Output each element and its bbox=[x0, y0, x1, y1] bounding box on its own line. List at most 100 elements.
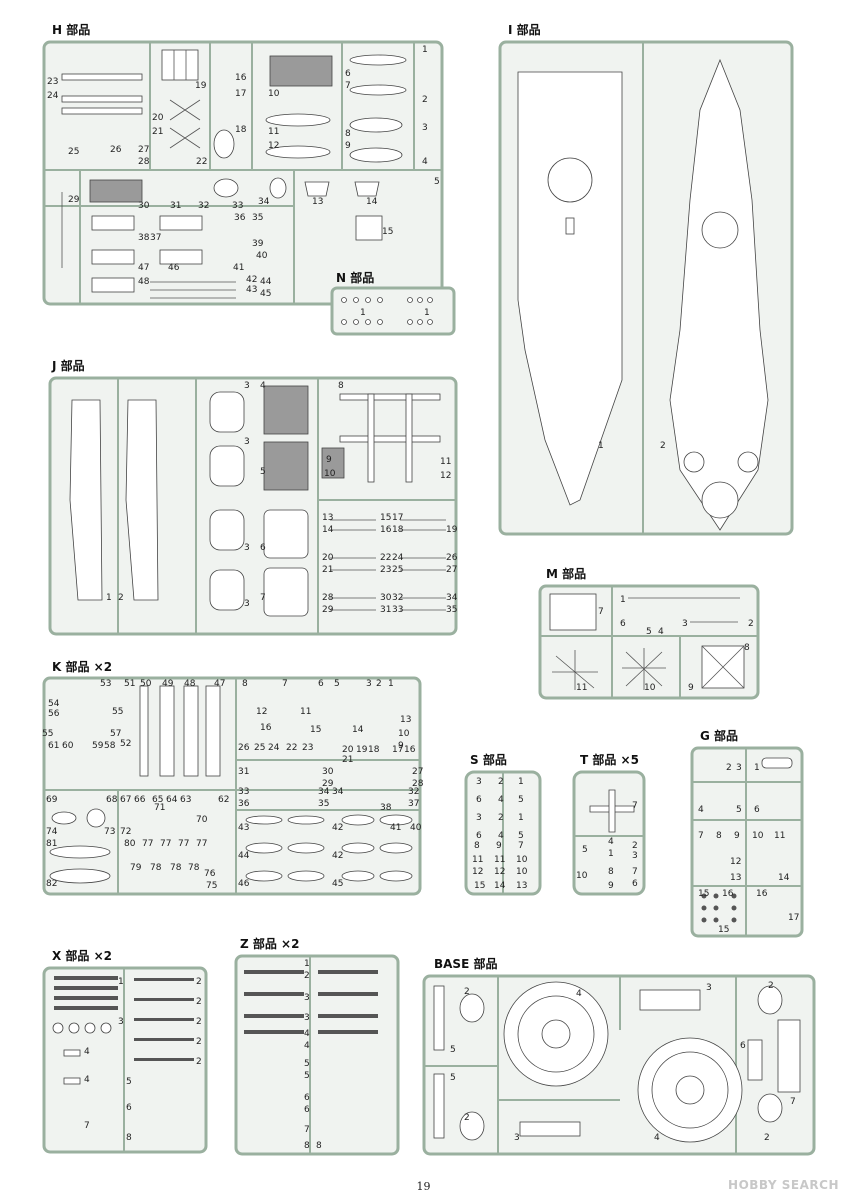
svg-text:3: 3 bbox=[476, 777, 482, 787]
sprue-BASE-title: BASE 部品 bbox=[434, 956, 497, 971]
svg-text:13: 13 bbox=[312, 197, 323, 207]
svg-text:30: 30 bbox=[322, 767, 334, 777]
svg-text:13: 13 bbox=[730, 873, 741, 883]
sprue-S-title: S 部品 bbox=[470, 752, 507, 767]
svg-text:2: 2 bbox=[748, 619, 754, 629]
svg-text:4: 4 bbox=[498, 795, 504, 805]
svg-text:74: 74 bbox=[46, 827, 58, 837]
svg-text:34: 34 bbox=[446, 593, 458, 603]
svg-text:1: 1 bbox=[388, 679, 394, 689]
sprue-T-title: T 部品 ×5 bbox=[580, 752, 639, 767]
svg-text:5: 5 bbox=[736, 805, 742, 815]
svg-text:47: 47 bbox=[138, 263, 149, 273]
svg-text:43: 43 bbox=[246, 285, 257, 295]
svg-text:33: 33 bbox=[392, 605, 403, 615]
svg-text:12: 12 bbox=[472, 867, 483, 877]
svg-text:6: 6 bbox=[476, 795, 482, 805]
svg-text:26: 26 bbox=[446, 553, 458, 563]
svg-text:25: 25 bbox=[392, 565, 403, 575]
svg-text:8: 8 bbox=[242, 679, 248, 689]
svg-text:15: 15 bbox=[474, 881, 485, 891]
svg-text:18: 18 bbox=[368, 745, 380, 755]
svg-text:10: 10 bbox=[516, 855, 528, 865]
svg-text:19: 19 bbox=[195, 81, 207, 91]
svg-text:11: 11 bbox=[472, 855, 483, 865]
svg-text:2: 2 bbox=[196, 1057, 202, 1067]
svg-text:7: 7 bbox=[282, 679, 288, 689]
svg-text:67: 67 bbox=[120, 795, 131, 805]
svg-text:6: 6 bbox=[318, 679, 324, 689]
svg-text:17: 17 bbox=[235, 89, 246, 99]
svg-text:6: 6 bbox=[304, 1105, 310, 1115]
svg-text:11: 11 bbox=[440, 457, 451, 467]
svg-text:48: 48 bbox=[184, 679, 196, 689]
svg-text:17: 17 bbox=[392, 513, 403, 523]
svg-text:9: 9 bbox=[326, 455, 332, 465]
svg-text:7: 7 bbox=[518, 841, 524, 851]
svg-text:7: 7 bbox=[632, 867, 638, 877]
svg-text:7: 7 bbox=[632, 801, 638, 811]
svg-text:60: 60 bbox=[62, 741, 74, 751]
svg-text:72: 72 bbox=[120, 827, 131, 837]
svg-text:14: 14 bbox=[352, 725, 364, 735]
svg-text:55: 55 bbox=[112, 707, 123, 717]
svg-text:5: 5 bbox=[126, 1077, 132, 1087]
svg-text:70: 70 bbox=[196, 815, 208, 825]
svg-text:12: 12 bbox=[256, 707, 267, 717]
svg-text:38: 38 bbox=[380, 803, 392, 813]
svg-text:2: 2 bbox=[196, 1017, 202, 1027]
svg-text:10: 10 bbox=[752, 831, 764, 841]
svg-text:4: 4 bbox=[304, 1029, 310, 1039]
svg-text:29: 29 bbox=[322, 605, 334, 615]
svg-text:8: 8 bbox=[316, 1141, 322, 1151]
svg-text:3: 3 bbox=[632, 851, 638, 861]
svg-text:3: 3 bbox=[304, 1013, 310, 1023]
svg-text:28: 28 bbox=[322, 593, 334, 603]
sprue-H-title: H 部品 bbox=[52, 22, 90, 37]
svg-text:36: 36 bbox=[234, 213, 246, 223]
svg-text:6: 6 bbox=[740, 1041, 746, 1051]
svg-text:78: 78 bbox=[150, 863, 162, 873]
svg-text:1: 1 bbox=[424, 308, 430, 318]
svg-text:27: 27 bbox=[138, 145, 149, 155]
svg-text:13: 13 bbox=[516, 881, 527, 891]
svg-text:1: 1 bbox=[598, 441, 604, 451]
svg-text:15: 15 bbox=[718, 925, 729, 935]
svg-text:12: 12 bbox=[494, 867, 505, 877]
sprue-I-title: I 部品 bbox=[508, 22, 541, 37]
svg-text:73: 73 bbox=[104, 827, 115, 837]
svg-text:78: 78 bbox=[188, 863, 200, 873]
svg-text:49: 49 bbox=[162, 679, 174, 689]
svg-text:19: 19 bbox=[446, 525, 458, 535]
svg-text:10: 10 bbox=[398, 729, 410, 739]
svg-text:10: 10 bbox=[516, 867, 528, 877]
svg-text:48: 48 bbox=[138, 277, 150, 287]
svg-text:33: 33 bbox=[232, 201, 243, 211]
svg-text:8: 8 bbox=[338, 381, 344, 391]
svg-text:42: 42 bbox=[332, 851, 343, 861]
svg-text:17: 17 bbox=[788, 913, 799, 923]
svg-text:62: 62 bbox=[218, 795, 229, 805]
svg-text:18: 18 bbox=[235, 125, 247, 135]
svg-text:13: 13 bbox=[322, 513, 333, 523]
sprue-K-title: K 部品 ×2 bbox=[52, 659, 112, 674]
svg-text:4: 4 bbox=[422, 157, 428, 167]
svg-text:16: 16 bbox=[235, 73, 247, 83]
svg-text:6: 6 bbox=[345, 69, 351, 79]
svg-text:3: 3 bbox=[514, 1133, 520, 1143]
svg-text:57: 57 bbox=[110, 729, 121, 739]
svg-text:46: 46 bbox=[238, 879, 250, 889]
svg-text:16: 16 bbox=[404, 745, 416, 755]
svg-text:2: 2 bbox=[118, 593, 124, 603]
svg-text:3: 3 bbox=[304, 993, 310, 1003]
svg-text:45: 45 bbox=[260, 289, 271, 299]
svg-text:37: 37 bbox=[150, 233, 161, 243]
svg-text:22: 22 bbox=[286, 743, 297, 753]
svg-text:44: 44 bbox=[238, 851, 250, 861]
svg-text:71: 71 bbox=[154, 803, 165, 813]
